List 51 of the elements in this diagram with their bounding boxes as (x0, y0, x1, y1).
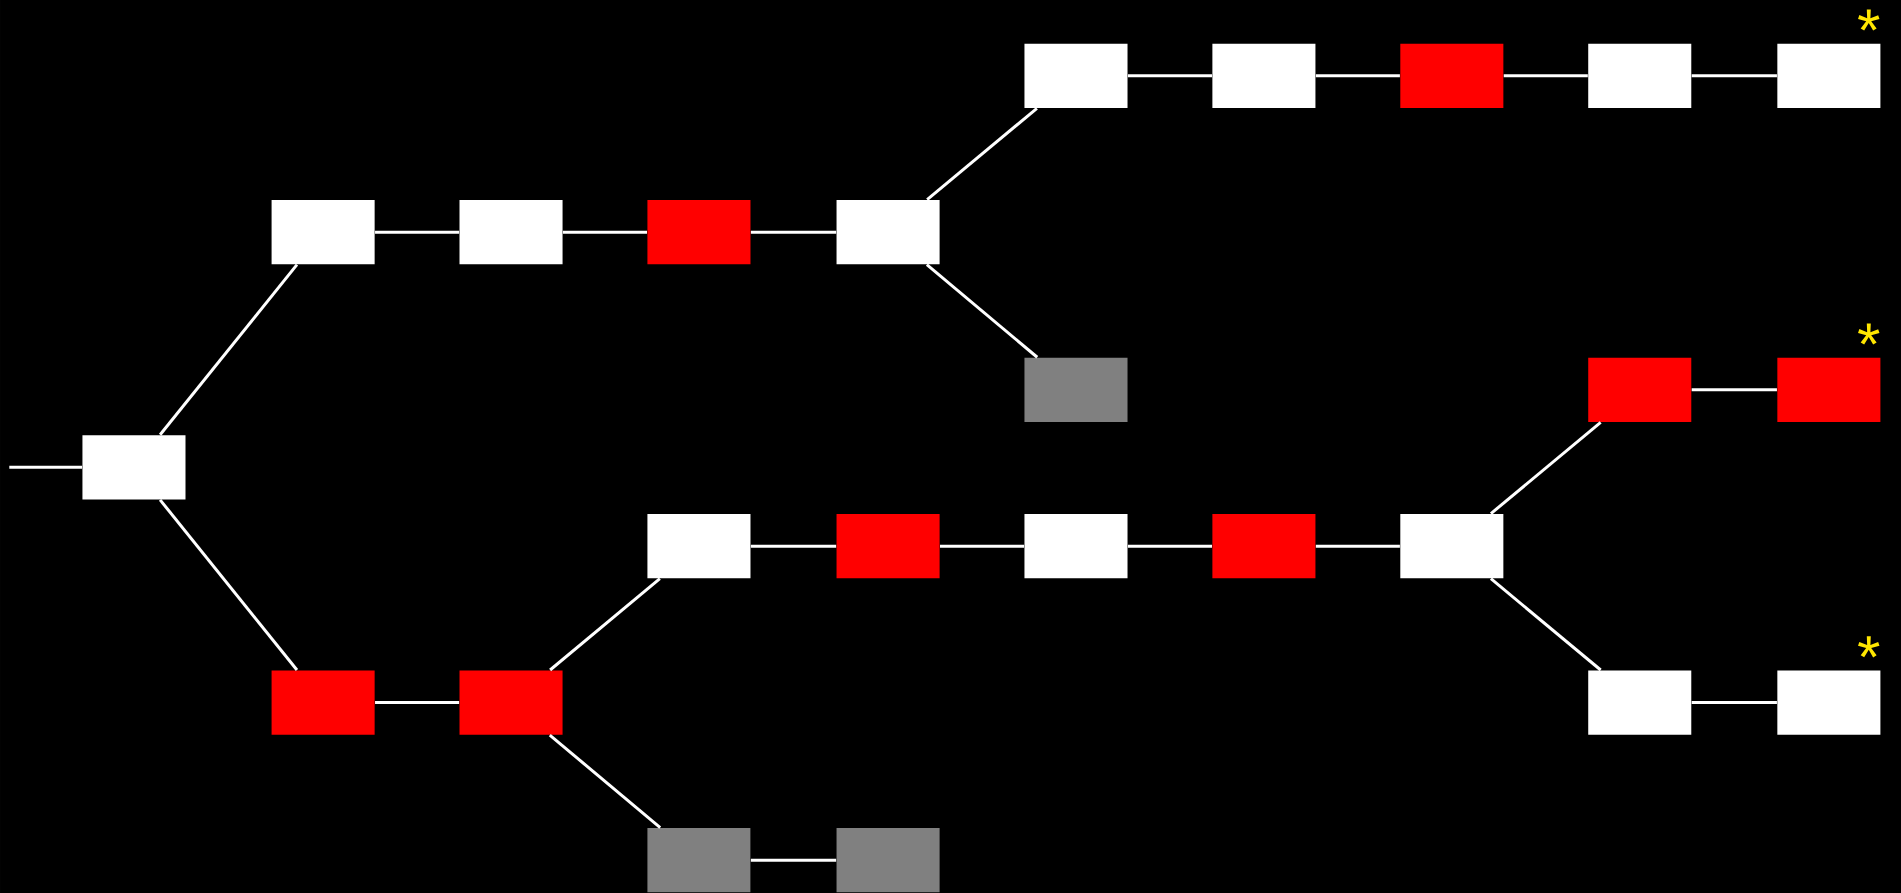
connector-line (562, 230, 647, 234)
connector-line (1489, 421, 1602, 515)
process-box (1588, 670, 1692, 735)
connector-line (158, 263, 299, 436)
process-box (459, 200, 563, 265)
process-box (1024, 357, 1128, 422)
process-box (82, 435, 186, 500)
process-box (1777, 357, 1881, 422)
process-box (836, 200, 940, 265)
process-box (1400, 514, 1504, 579)
connector-line (9, 465, 83, 469)
process-box (1212, 514, 1316, 579)
process-box (271, 200, 375, 265)
process-box (647, 200, 751, 265)
process-box (1212, 43, 1316, 108)
connector-line (750, 858, 837, 862)
process-box (836, 828, 940, 893)
process-box (1024, 514, 1128, 579)
process-box (1588, 357, 1692, 422)
process-box (1024, 43, 1128, 108)
connector-line (1691, 701, 1777, 705)
connector-line (549, 577, 661, 672)
process-box (1777, 43, 1881, 108)
connector-line (1503, 74, 1588, 78)
process-box (836, 514, 940, 579)
connector-line (926, 107, 1038, 201)
asterisk-mark: * (1858, 9, 1880, 31)
connector-line (548, 733, 662, 829)
connector-line (1489, 577, 1602, 672)
connector-line (1127, 74, 1212, 78)
connector-line (1691, 74, 1777, 78)
connector-line (750, 230, 837, 234)
connector-line (158, 498, 299, 671)
connector-line (1315, 544, 1400, 548)
connector-line (375, 701, 460, 705)
connector-line (940, 544, 1025, 548)
asterisk-mark: * (1858, 636, 1880, 658)
connector-line (1127, 544, 1212, 548)
process-box (1777, 670, 1881, 735)
connector-line (1315, 74, 1400, 78)
process-box (271, 670, 375, 735)
connector-line (925, 263, 1039, 359)
process-box (647, 828, 751, 893)
process-box (459, 670, 563, 735)
process-box (1588, 43, 1692, 108)
connector-line (750, 544, 837, 548)
connector-line (1691, 388, 1777, 392)
asterisk-mark: * (1858, 323, 1880, 345)
process-box (1400, 43, 1504, 108)
connector-line (375, 230, 460, 234)
process-box (647, 514, 751, 579)
